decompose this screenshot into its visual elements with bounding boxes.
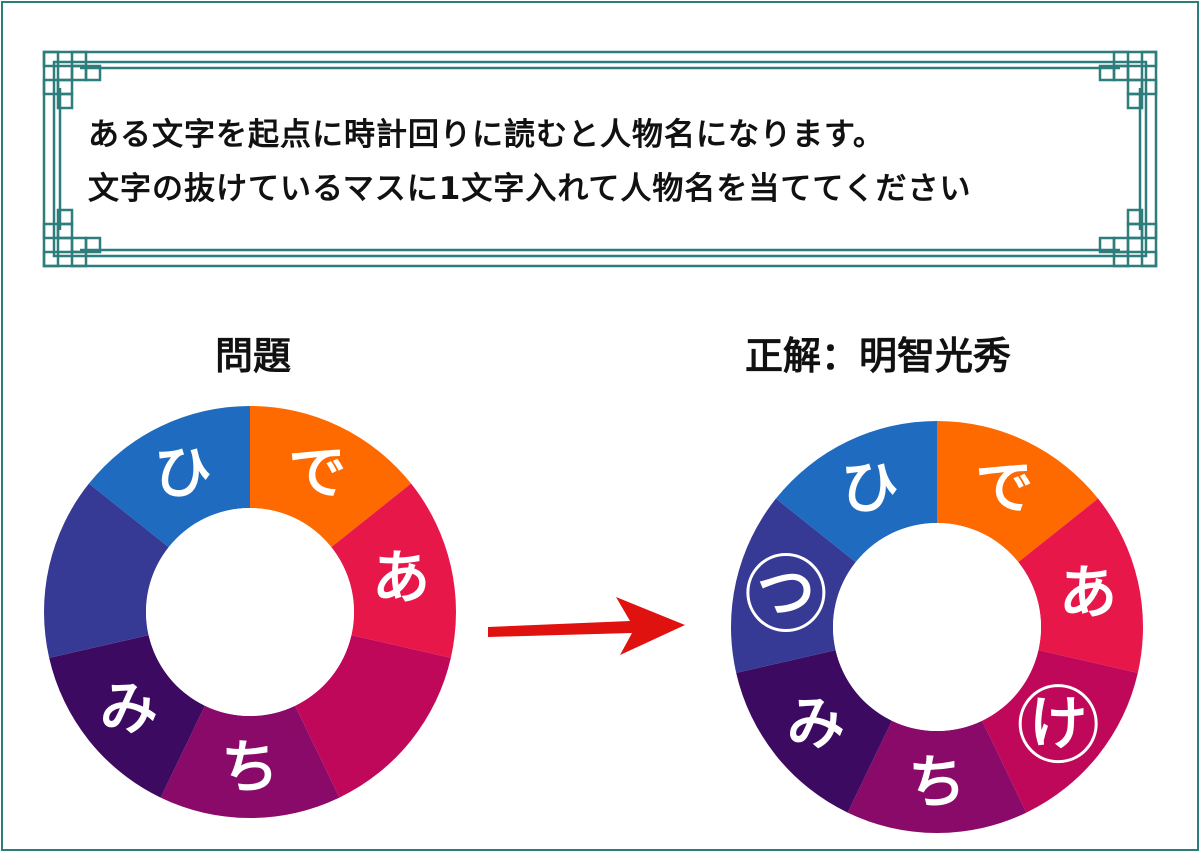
segment-char: ち: [221, 733, 279, 801]
segment-char: み: [100, 675, 158, 743]
segment-char: み: [787, 690, 845, 758]
arrow-icon: [488, 597, 685, 655]
donut-segment: [250, 406, 412, 548]
donut-segment: [88, 406, 250, 548]
segment-char: で: [288, 438, 346, 506]
segment-char: ち: [908, 748, 966, 816]
answer-circle-mark: [1018, 684, 1098, 764]
donut-segment: [295, 635, 451, 798]
donut-segment: [847, 720, 1027, 833]
donut-center: [146, 508, 354, 716]
donut-segment: [736, 650, 892, 813]
donut-segment: [982, 650, 1138, 813]
question-title: 問題: [215, 334, 292, 378]
segment-char: ひ: [841, 453, 899, 521]
donut-segment: [49, 635, 205, 798]
segment-char: で: [975, 453, 1033, 521]
answer-circle-mark: [746, 553, 826, 633]
donut-segment: [160, 705, 340, 818]
instruction-line-2: 文字の抜けているマスに1文字入れて人物名を当ててください: [88, 171, 972, 207]
donut-segment: [44, 483, 169, 658]
instruction-line-1: ある文字を起点に時計回りに読むと人物名になります。: [88, 117, 885, 153]
ornamental-frame: [42, 50, 1158, 268]
answer-title: 正解：明智光秀: [745, 334, 1012, 378]
segment-char: つ: [757, 559, 815, 627]
instructions: ある文字を起点に時計回りに読むと人物名になります。 文字の抜けているマスに1文字…: [88, 108, 971, 216]
instruction-frame: [40, 48, 1160, 270]
donut-segment: [731, 498, 856, 673]
donut-center: [833, 523, 1041, 731]
segment-char: あ: [1059, 559, 1117, 627]
donut-segment: [937, 421, 1099, 563]
segment-char: け: [1029, 690, 1087, 758]
donut-segment: [775, 421, 937, 563]
donut-segment: [1018, 498, 1143, 673]
donut-segment: [331, 483, 456, 658]
segment-char: あ: [372, 544, 430, 612]
segment-char: ひ: [154, 438, 212, 506]
